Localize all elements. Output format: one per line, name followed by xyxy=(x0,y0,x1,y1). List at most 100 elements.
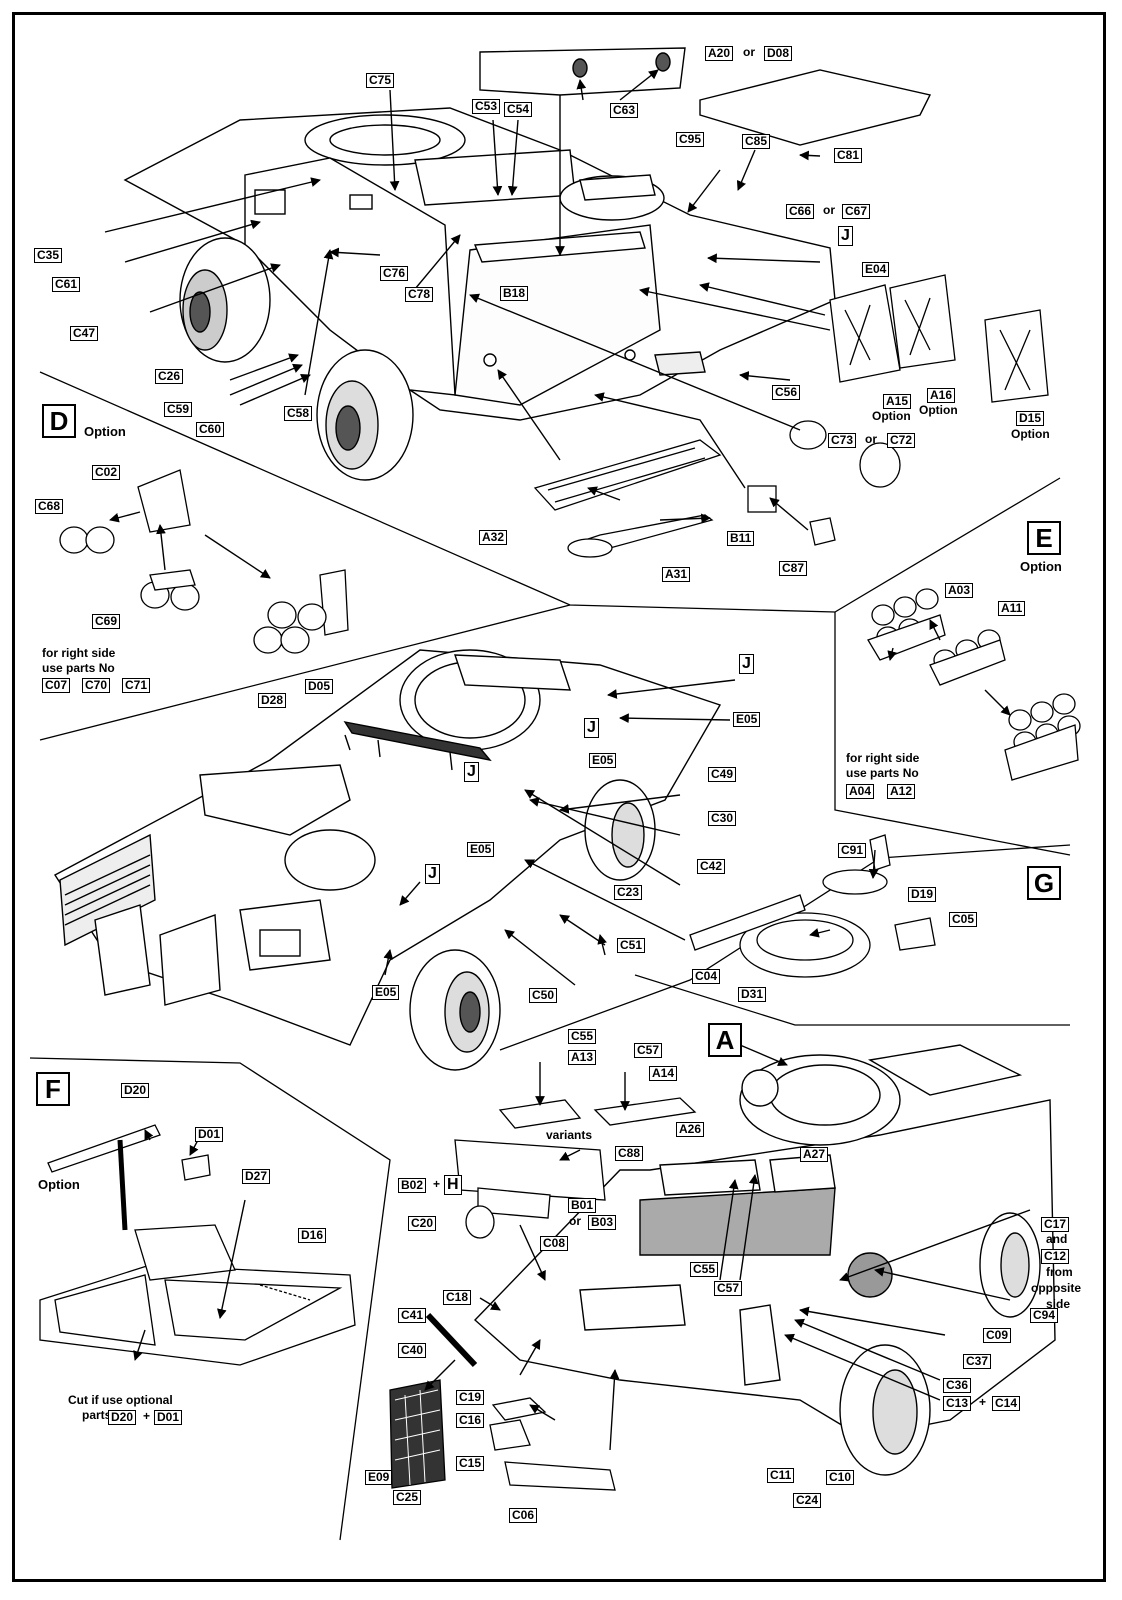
option-word: Option xyxy=(1011,427,1050,441)
part-label-c53: C53 xyxy=(472,99,501,114)
part-label-c09: C09 xyxy=(983,1328,1012,1343)
section-f-cut-note: Cut if use optional parts xyxy=(68,1393,173,1423)
part-label-c63: C63 xyxy=(610,103,639,118)
part-label-c94: C94 xyxy=(1030,1308,1059,1323)
part-label-d01: D01 xyxy=(195,1127,224,1142)
part-label-a12: A12 xyxy=(887,784,916,799)
part-label-c61: C61 xyxy=(52,277,81,292)
part-label-d16: D16 xyxy=(298,1228,327,1243)
part-label-c59: C59 xyxy=(164,402,193,417)
part-label-b18: B18 xyxy=(500,286,529,301)
or-word: or xyxy=(865,432,877,446)
jerrycan-d15 xyxy=(984,309,1049,403)
jerrycans-a15-a16 xyxy=(829,274,956,383)
part-a20-panel xyxy=(479,47,686,96)
part-label-c47: C47 xyxy=(70,326,99,341)
section-e-marker: E xyxy=(1027,521,1061,555)
part-label-b02: B02 xyxy=(398,1178,427,1193)
part-label-c91: C91 xyxy=(838,843,867,858)
part-label-d15: D15 xyxy=(1016,411,1045,426)
plus-word: + xyxy=(143,1409,151,1423)
part-label-e05: E05 xyxy=(589,753,617,768)
part-label-a14: A14 xyxy=(649,1066,678,1081)
part-label-c16: C16 xyxy=(456,1413,485,1428)
part-label-c85: C85 xyxy=(742,134,771,149)
opposite-word: opposite xyxy=(1031,1281,1081,1295)
part-label-c60: C60 xyxy=(196,422,225,437)
vehicle-rear-view xyxy=(123,107,836,481)
part-label-j: J xyxy=(584,718,599,738)
part-label-c17: C17 xyxy=(1041,1217,1070,1232)
part-label-c30: C30 xyxy=(708,811,737,826)
vehicle-front-view xyxy=(473,1044,1056,1476)
leader-arrows xyxy=(104,69,1031,1451)
section-e-parts xyxy=(867,588,1081,781)
note-line: for right side xyxy=(846,751,920,765)
section-d-parts xyxy=(59,469,349,654)
option-word: Option xyxy=(872,409,911,423)
part-label-d20: D20 xyxy=(108,1410,137,1425)
part-label-c67: C67 xyxy=(842,204,871,219)
part-label-c58: C58 xyxy=(284,406,313,421)
part-label-a16: A16 xyxy=(927,388,956,403)
part-a32-a31 xyxy=(533,439,722,558)
part-label-c15: C15 xyxy=(456,1456,485,1471)
section-f-note: Option xyxy=(38,1177,80,1192)
bottom-section-parts xyxy=(389,1097,697,1491)
part-label-c18: C18 xyxy=(443,1290,472,1305)
part-label-c06: C06 xyxy=(509,1508,538,1523)
part-label-c08: C08 xyxy=(540,1236,569,1251)
part-label-d05: D05 xyxy=(305,679,334,694)
variants-word: variants xyxy=(546,1128,593,1142)
note-line: parts xyxy=(82,1408,112,1422)
option-word: Option xyxy=(919,403,958,417)
vehicle-top-view xyxy=(53,649,722,1071)
note-line: Cut if use optional xyxy=(68,1393,173,1407)
small-parts-rear xyxy=(747,420,901,546)
part-label-c49: C49 xyxy=(708,767,737,782)
part-label-b11: B11 xyxy=(727,531,755,546)
part-label-d27: D27 xyxy=(242,1169,271,1184)
part-label-d28: D28 xyxy=(258,693,287,708)
part-label-c70: C70 xyxy=(82,678,111,693)
part-label-c50: C50 xyxy=(529,988,558,1003)
part-label-c71: C71 xyxy=(122,678,151,693)
part-label-c56: C56 xyxy=(772,385,801,400)
part-label-d08: D08 xyxy=(764,46,793,61)
section-d-note: Option xyxy=(84,424,126,439)
part-label-c05: C05 xyxy=(949,912,978,927)
part-label-c54: C54 xyxy=(504,102,533,117)
part-label-c11: C11 xyxy=(767,1468,795,1483)
part-label-c25: C25 xyxy=(393,1490,422,1505)
part-label-c78: C78 xyxy=(405,287,434,302)
part-label-c72: C72 xyxy=(887,433,916,448)
or-word: or xyxy=(569,1214,581,1228)
part-label-c02: C02 xyxy=(92,465,121,480)
part-label-a26: A26 xyxy=(676,1122,705,1137)
plus-word: + xyxy=(433,1177,441,1191)
part-label-c66: C66 xyxy=(786,204,815,219)
section-g-parts xyxy=(689,834,936,978)
side-word: side xyxy=(1046,1297,1071,1311)
plus-word: + xyxy=(979,1395,987,1409)
part-label-c26: C26 xyxy=(155,369,184,384)
section-f-marker: F xyxy=(36,1072,70,1106)
part-label-j: J xyxy=(425,864,440,884)
section-d-right-side-note: for right side use parts No xyxy=(42,646,115,676)
part-label-a13: A13 xyxy=(568,1050,597,1065)
part-label-c87: C87 xyxy=(779,561,808,576)
part-label-j: J xyxy=(464,762,479,782)
part-label-c55: C55 xyxy=(690,1262,719,1277)
part-label-c37: C37 xyxy=(963,1354,992,1369)
part-label-c13: C13 xyxy=(943,1396,972,1411)
part-label-c24: C24 xyxy=(793,1493,822,1508)
part-label-a20: A20 xyxy=(705,46,734,61)
part-label-c57: C57 xyxy=(634,1043,663,1058)
section-e-right-side-note: for right side use parts No xyxy=(846,751,919,781)
from-word: from xyxy=(1046,1265,1073,1279)
part-label-c07: C07 xyxy=(42,678,71,693)
part-label-c95: C95 xyxy=(676,132,705,147)
part-label-c51: C51 xyxy=(617,938,646,953)
part-label-c73: C73 xyxy=(828,433,857,448)
